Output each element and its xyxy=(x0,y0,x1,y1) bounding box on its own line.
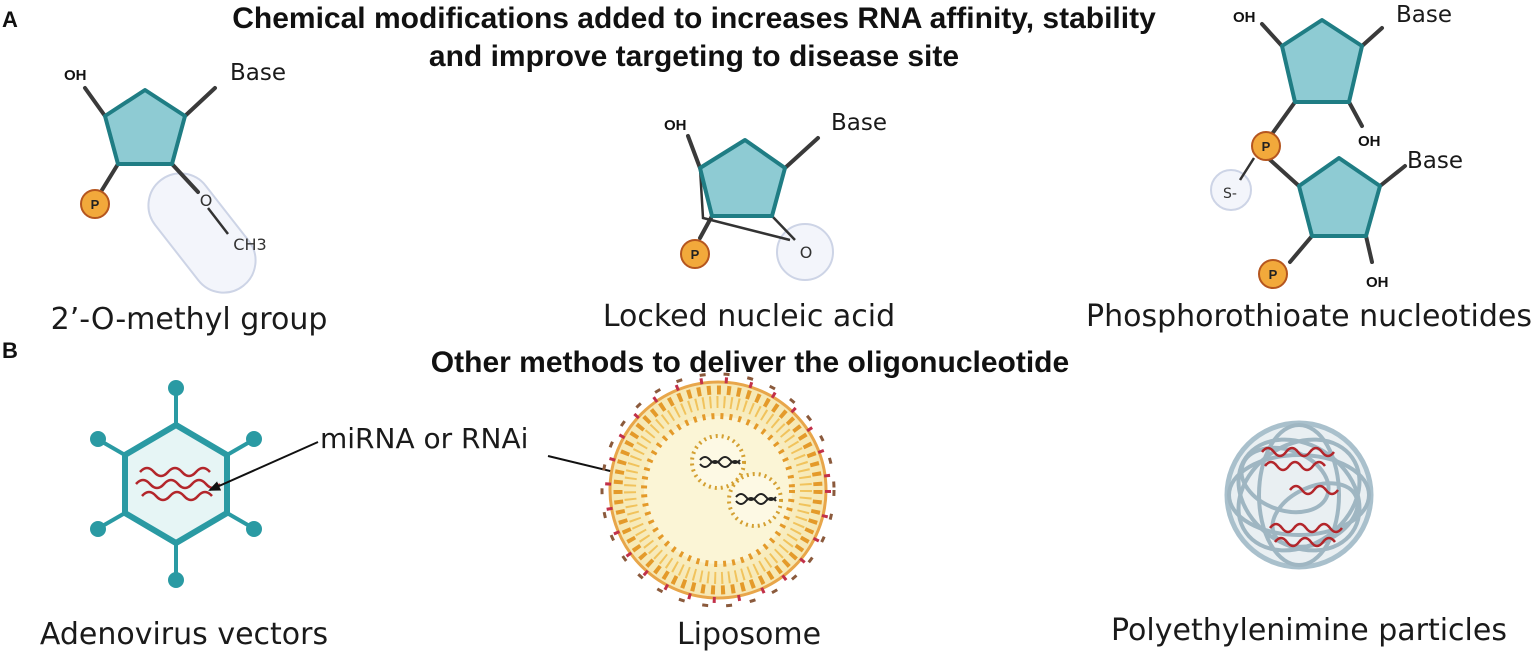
phosphate-circle xyxy=(80,189,110,219)
oh-label: OH xyxy=(64,67,87,84)
ribose-ring-top xyxy=(1280,18,1364,104)
sulfur-label: S- xyxy=(1223,186,1237,202)
ribose-ring xyxy=(698,138,787,218)
oh-label: OH xyxy=(664,117,687,134)
adenovirus-caption: Adenovirus vectors xyxy=(40,617,328,652)
mirna-annotation: miRNA or RNAi xyxy=(320,422,528,455)
lna-halo xyxy=(776,223,834,281)
oh-top-label: OH xyxy=(1233,9,1256,26)
adenovirus-illustration xyxy=(90,380,262,588)
lna-caption: Locked nucleic acid xyxy=(603,299,895,334)
oh-middle-label: OH xyxy=(1358,133,1381,150)
panel-a-letter: A xyxy=(2,7,18,32)
phosphate-label: P xyxy=(691,247,700,262)
panel-a-heading-line2: and improve targeting to disease site xyxy=(429,40,959,73)
oh-bottom-label: OH xyxy=(1366,274,1389,291)
liposome-caption: Liposome xyxy=(677,617,821,652)
methyl-caption: 2’-O-methyl group xyxy=(51,302,328,337)
base-bottom-label: Base xyxy=(1407,148,1463,174)
liposome-illustration xyxy=(600,372,836,608)
base-top-label: Base xyxy=(1396,2,1452,28)
capsid-hexagon xyxy=(122,422,230,546)
phosphate-bottom-circle xyxy=(1258,259,1288,289)
base-label: Base xyxy=(831,110,887,136)
oxygen-label: O xyxy=(800,243,813,262)
panel-b-heading: Other methods to deliver the oligonucleo… xyxy=(431,346,1069,379)
oxygen-label: O xyxy=(200,191,213,210)
phosphate-bottom-label: P xyxy=(1269,267,1278,282)
phosphate-circle xyxy=(680,239,710,269)
arrow-to-adenovirus xyxy=(208,441,319,491)
lna-structure: P OH Base O xyxy=(664,110,887,281)
panel-b-letter: B xyxy=(2,338,18,363)
phosphate-label: P xyxy=(91,197,100,212)
ribose-ring-bottom xyxy=(1297,156,1382,238)
phosphate-link-circle xyxy=(1251,131,1281,161)
ps-caption: Phosphorothioate nucleotides xyxy=(1086,299,1532,334)
ch3-label: CH3 xyxy=(233,235,266,254)
methyl-halo xyxy=(147,172,257,294)
phosphorothioate-structure: P P OH Base OH Base OH S- xyxy=(1210,2,1463,291)
methyl-structure: P OH Base O CH3 xyxy=(64,60,286,294)
panel-a-heading-line1: Chemical modifications added to increase… xyxy=(232,2,1156,35)
phosphate-link-label: P xyxy=(1262,139,1271,154)
pei-illustration xyxy=(1224,420,1374,570)
ribose-ring xyxy=(103,88,187,166)
pei-caption: Polyethylenimine particles xyxy=(1111,613,1507,648)
base-label: Base xyxy=(230,60,286,86)
